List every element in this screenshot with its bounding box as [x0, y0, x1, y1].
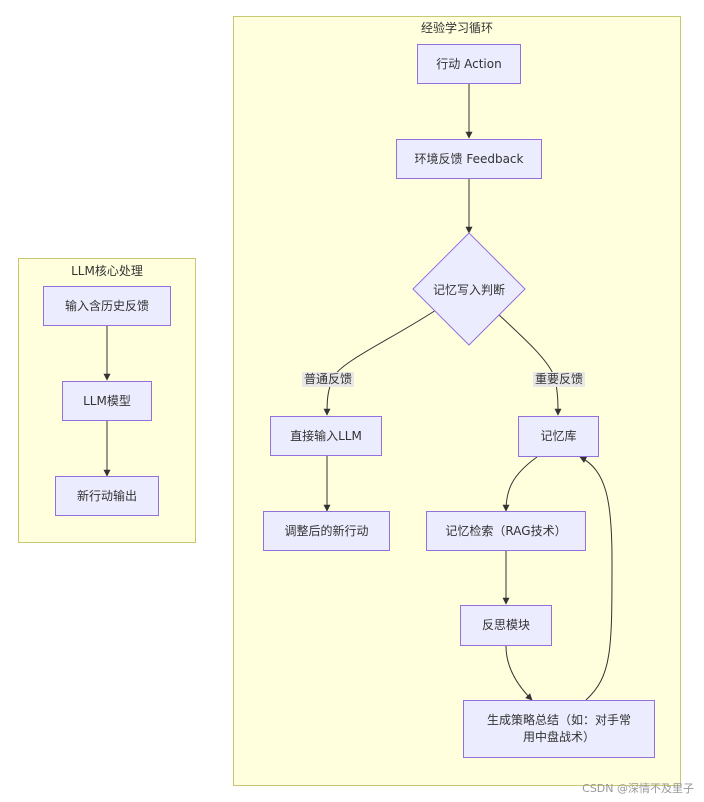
edge-summary-to-memory [579, 456, 613, 701]
experience-loop-cluster-title: 经验学习循环 [420, 21, 493, 35]
adjusted-action-node: 调整后的新行动 [263, 511, 390, 551]
edge-label-important-feedback: 重要反馈 [533, 372, 586, 387]
llm-model-node: LLM模型 [62, 381, 152, 421]
input-history-node: 输入含历史反馈 [43, 286, 171, 326]
memory-store-node: 记忆库 [518, 416, 599, 457]
edge-reflection-to-summary [505, 645, 533, 701]
new-action-output-node: 新行动输出 [55, 476, 159, 516]
reflection-node: 反思模块 [460, 605, 552, 646]
action-node: 行动 Action [417, 44, 521, 84]
strategy-summary-node: 生成策略总结（如：对手常用中盘战术） [463, 700, 655, 758]
edge-label-normal-feedback: 普通反馈 [302, 372, 355, 387]
edge-decision-to-direct [323, 309, 437, 416]
watermark: CSDN @深情不及里子 [582, 782, 694, 795]
llm-core-cluster-title: LLM核心处理 [71, 264, 143, 278]
edge-decision-to-memory [497, 313, 562, 416]
env-feedback-node: 环境反馈 Feedback [396, 139, 542, 179]
memory-decision-label: 记忆写入判断 [432, 283, 505, 297]
memory-retrieval-node: 记忆检索（RAG技术） [426, 511, 586, 551]
edge-memory-to-retrieval [502, 456, 538, 512]
memory-decision-diamond [412, 232, 526, 346]
direct-llm-node: 直接输入LLM [270, 416, 382, 456]
